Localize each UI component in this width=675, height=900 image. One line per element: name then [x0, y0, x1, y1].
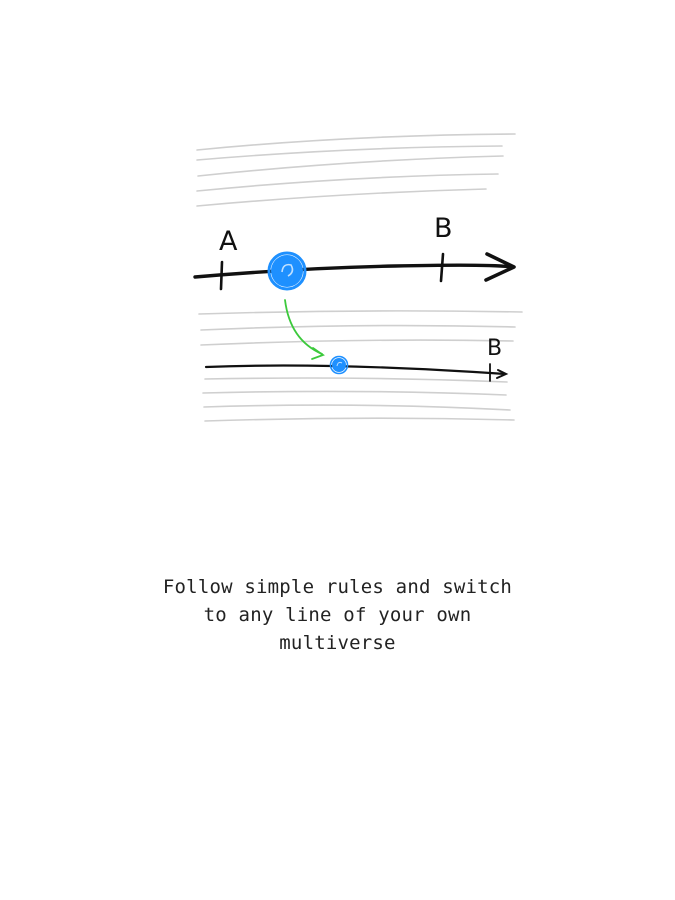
onboarding-caption: Follow simple rules and switch to any li… [120, 573, 555, 657]
current-point-icon [267, 251, 307, 291]
label-a: A [219, 226, 238, 257]
transition-arrow-icon [284, 299, 325, 360]
upper-background-lines [196, 133, 516, 207]
label-b-main: B [434, 213, 453, 244]
alternate-point-icon [329, 355, 349, 375]
timeline-diagram: A B B [193, 133, 523, 422]
multiverse-illustration: A B B [180, 120, 540, 440]
label-b-alt: B [487, 336, 502, 361]
lower-background-lines [198, 310, 523, 422]
caption-line-1: Follow simple rules and switch [162, 576, 513, 598]
main-timeline [193, 252, 516, 291]
caption-line-3: multiverse [279, 632, 396, 654]
caption-line-2: to any line of your own [203, 604, 472, 626]
